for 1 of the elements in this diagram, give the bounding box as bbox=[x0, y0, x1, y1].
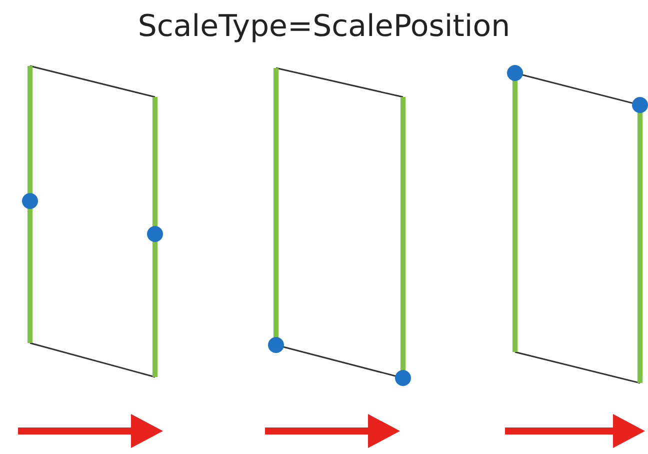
diagram-title: ScaleType=ScalePosition bbox=[138, 10, 510, 43]
